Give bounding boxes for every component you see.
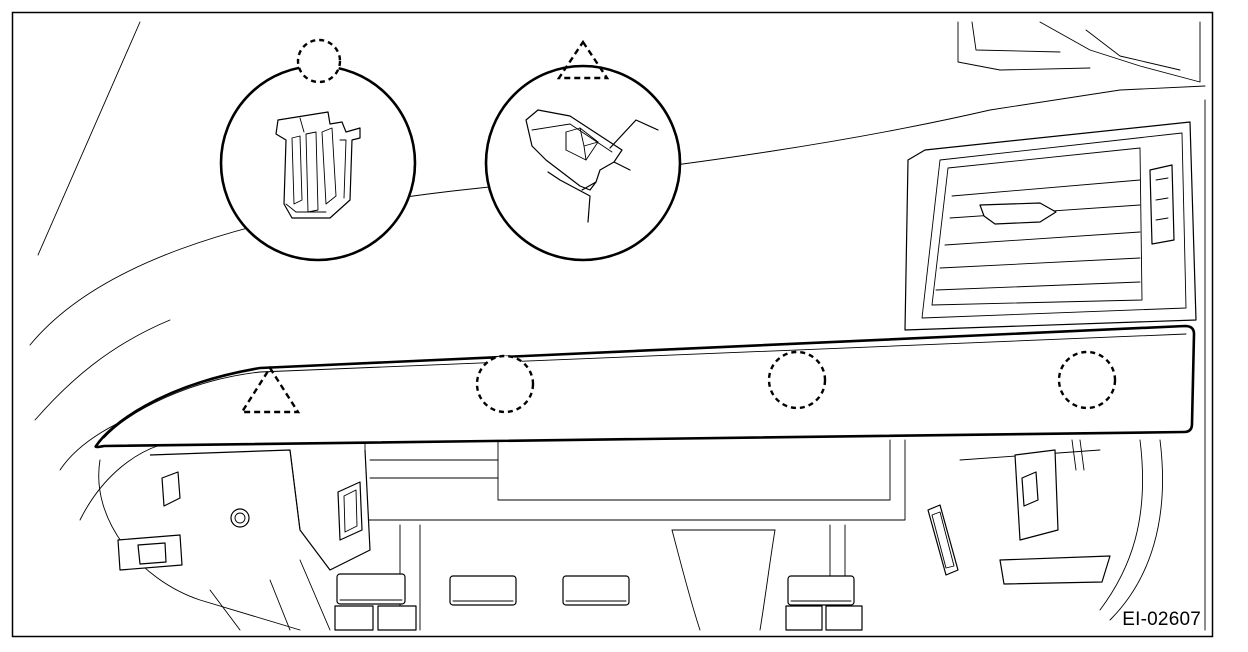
bracket-left	[117, 449, 371, 571]
panel-clip-marker-3	[1057, 350, 1117, 410]
clip-illustration	[275, 111, 361, 219]
figure-code: EI-02607	[1122, 609, 1201, 630]
panel-clip-marker-2	[767, 350, 827, 410]
panel-claw-marker	[239, 365, 301, 414]
figure-border	[11, 11, 1214, 638]
bracket-right	[927, 449, 1111, 585]
lower-tabs	[334, 573, 863, 631]
claw-callout	[484, 39, 682, 262]
lower-trim-panel	[94, 324, 1196, 449]
air-vent	[904, 121, 1197, 331]
clip-callout-symbol	[296, 38, 342, 84]
clip-callout	[219, 38, 417, 262]
panel-clip-marker-1	[475, 354, 535, 414]
lower-dashboard-structure	[98, 439, 1163, 631]
claw-callout-symbol	[556, 39, 610, 80]
claw-illustration	[525, 109, 659, 223]
